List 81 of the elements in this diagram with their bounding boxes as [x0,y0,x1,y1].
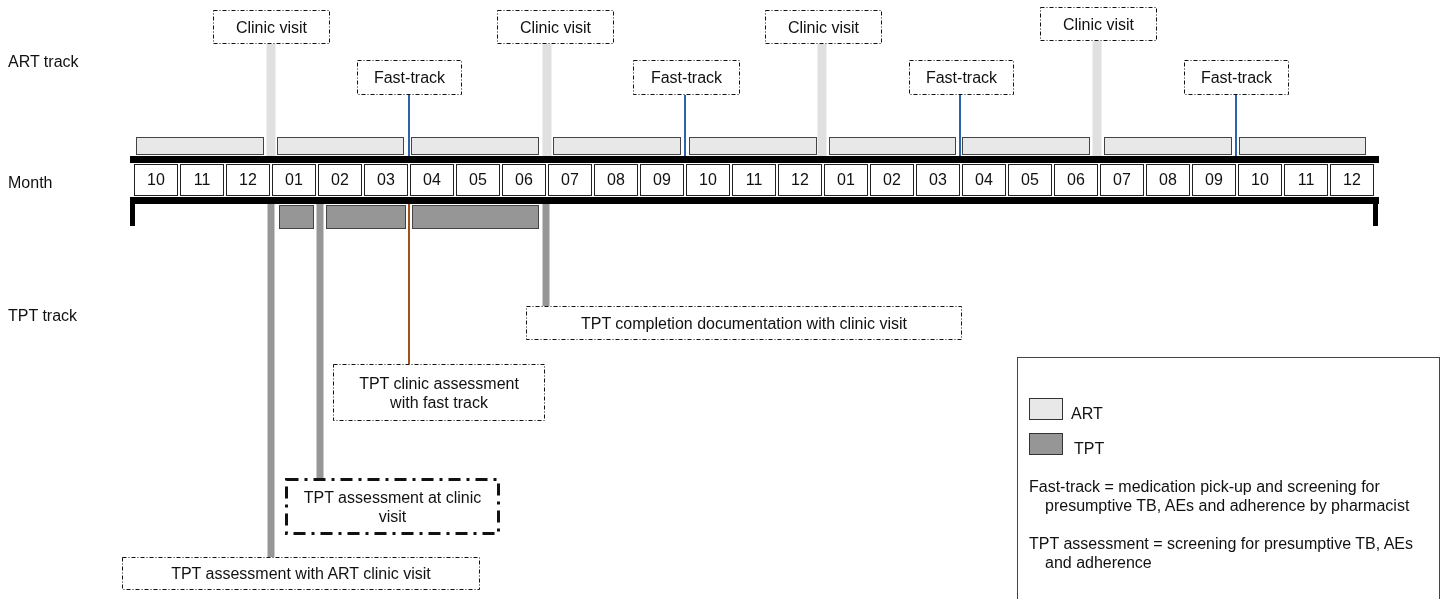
callout-box [633,60,740,95]
leader-line [684,94,686,157]
tpt-period-bar [412,205,539,229]
leader-line [1235,94,1237,157]
callout-box [285,478,500,535]
row-label: TPT track [8,306,78,325]
legend-note: Fast-track = medication pick-up and screening for presumptive TB, AEs and adherence by pharmacist [1029,477,1411,515]
leader-line [1092,41,1102,156]
month-cell: 06 [1054,164,1098,196]
month-cell: 08 [594,164,638,196]
callout-box [765,10,882,44]
leader-line [542,44,552,156]
month-cell: 12 [1330,164,1374,196]
month-cell: 02 [318,164,362,196]
leader-line [408,94,410,157]
month-cell: 10 [134,164,178,196]
art-period-bar [689,137,817,155]
art-period-bar [411,137,539,155]
art-period-bar [553,137,681,155]
month-cell: 10 [1238,164,1282,196]
callout-box [909,60,1014,95]
month-cell: 04 [962,164,1006,196]
leader-line [817,44,827,156]
month-cell: 03 [364,164,408,196]
callout-label: Fast-track [924,68,999,87]
timeline-axis [130,156,1379,204]
leader-line [316,204,324,478]
callout-label: TPT assessment at clinic visit [302,487,483,526]
callout-box [357,60,462,95]
callout-box [1184,60,1289,95]
art-period-bar [1239,137,1366,155]
callout-label: Clinic visit [1061,14,1136,34]
leader-line [959,94,961,157]
month-cell: 07 [1100,164,1144,196]
tpt-period-bar [279,205,314,229]
leader-line [266,44,276,156]
callout-box [122,557,480,590]
callout-box [497,10,614,44]
callout-label: TPT assessment with ART clinic visit [170,564,432,583]
tpt-period-bar [326,205,406,229]
callout-box [1040,7,1157,41]
legend-note: TPT assessment = screening for presumptive TB, AEs and adherence [1029,534,1413,572]
callout-label: TPT clinic assessment with fast track [358,373,520,412]
legend-label: ART [1071,404,1103,423]
month-cell: 12 [778,164,822,196]
month-cell: 11 [1284,164,1328,196]
callout-label: Clinic visit [518,17,593,37]
month-cell: 06 [502,164,546,196]
month-cell: 01 [272,164,316,196]
month-cell: 12 [226,164,270,196]
callout-box [213,10,330,44]
leader-line [408,203,410,365]
callout-label: Fast-track [372,68,447,87]
art-period-bar [829,137,956,155]
month-cell: 07 [548,164,592,196]
month-cell: 04 [410,164,454,196]
callout-label: Fast-track [649,68,724,87]
month-cell: 05 [456,164,500,196]
art-period-bar [136,137,264,155]
callout-label: Clinic visit [234,17,309,37]
month-cell: 03 [916,164,960,196]
art-period-bar [277,137,404,155]
month-cell: 01 [824,164,868,196]
callout-box [526,306,962,340]
callout-label: TPT completion documentation with clinic visit [579,313,909,333]
month-cell: 11 [180,164,224,196]
month-cell: 11 [732,164,776,196]
month-cell: 02 [870,164,914,196]
art-period-bar [1104,137,1232,155]
callout-label: Clinic visit [786,17,861,37]
month-cell: 08 [1146,164,1190,196]
callout-box [333,364,545,421]
row-label: Month [8,173,53,192]
row-label: ART track [8,52,79,71]
month-cell: 09 [1192,164,1236,196]
month-cell: 10 [686,164,730,196]
art-period-bar [962,137,1090,155]
month-cell: 05 [1008,164,1052,196]
month-cell: 09 [640,164,684,196]
legend-label: TPT [1074,439,1105,458]
callout-label: Fast-track [1199,68,1274,87]
